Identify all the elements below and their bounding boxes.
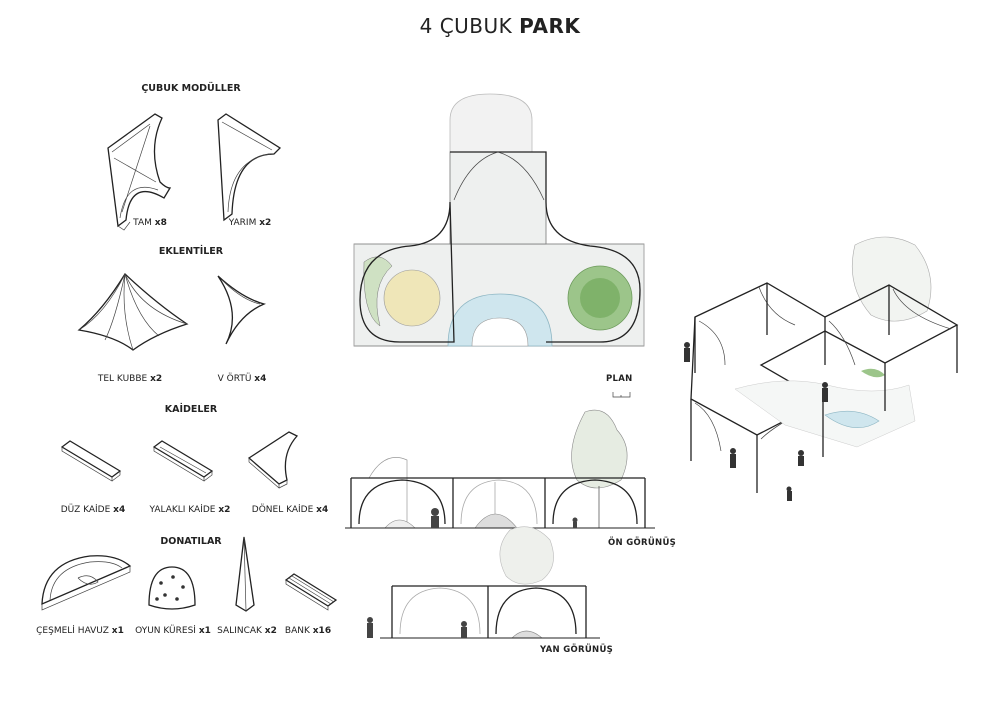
front-elevation-drawing — [345, 409, 655, 529]
v-ortu-label: V ÖRTÜ x4 — [217, 374, 267, 384]
front-view-label: ÖN GÖRÜNÜŞ — [608, 538, 677, 548]
plan-drawing — [353, 93, 645, 347]
plan-label: PLAN — [606, 374, 633, 384]
axonometric-drawing — [684, 236, 959, 501]
yarim-module-drawing — [217, 113, 282, 222]
oyun-kuresi-label: OYUN KÜRESİ x1 — [135, 626, 211, 636]
v-ortu-drawing — [217, 275, 266, 345]
yalakli-kaide-label: YALAKLI KAİDE x2 — [149, 505, 231, 515]
bank-label: BANK x16 — [284, 626, 332, 636]
donel-kaide-label: DÖNEL KAİDE x4 — [251, 505, 329, 515]
tel-kubbe-drawing — [77, 272, 189, 351]
section-furniture: DONATILAR — [160, 536, 222, 547]
side-view-label: YAN GÖRÜNÜŞ — [540, 645, 614, 655]
salincak-drawing — [235, 536, 255, 612]
page-title: 4 ÇUBUK PARK — [0, 14, 1000, 38]
tam-label: TAM x8 — [133, 218, 167, 228]
yarim-label: YARIM x2 — [228, 218, 272, 228]
havuz-label: ÇEŞMELİ HAVUZ x1 — [36, 626, 124, 636]
salincak-label: SALINCAK x2 — [217, 626, 277, 636]
yalakli-kaide-drawing — [152, 440, 214, 482]
section-addons: EKLENTİLER — [158, 246, 224, 257]
tel-kubbe-label: TEL KUBBE x2 — [97, 374, 163, 384]
section-modules: ÇUBUK MODÜLLER — [141, 83, 241, 94]
section-bases: KAİDELER — [164, 404, 218, 415]
title-prefix: 4 ÇUBUK — [419, 14, 520, 38]
scale-bar-icon — [612, 392, 631, 398]
duz-kaide-drawing — [60, 440, 122, 482]
donel-kaide-drawing — [247, 431, 299, 489]
side-elevation-drawing — [367, 526, 600, 639]
tam-module-drawing — [107, 113, 172, 231]
havuz-drawing — [41, 555, 132, 611]
oyun-kuresi-drawing — [148, 566, 196, 610]
bank-drawing — [284, 573, 338, 611]
duz-kaide-label: DÜZ KAİDE x4 — [60, 505, 126, 515]
title-bold: PARK — [519, 14, 581, 38]
